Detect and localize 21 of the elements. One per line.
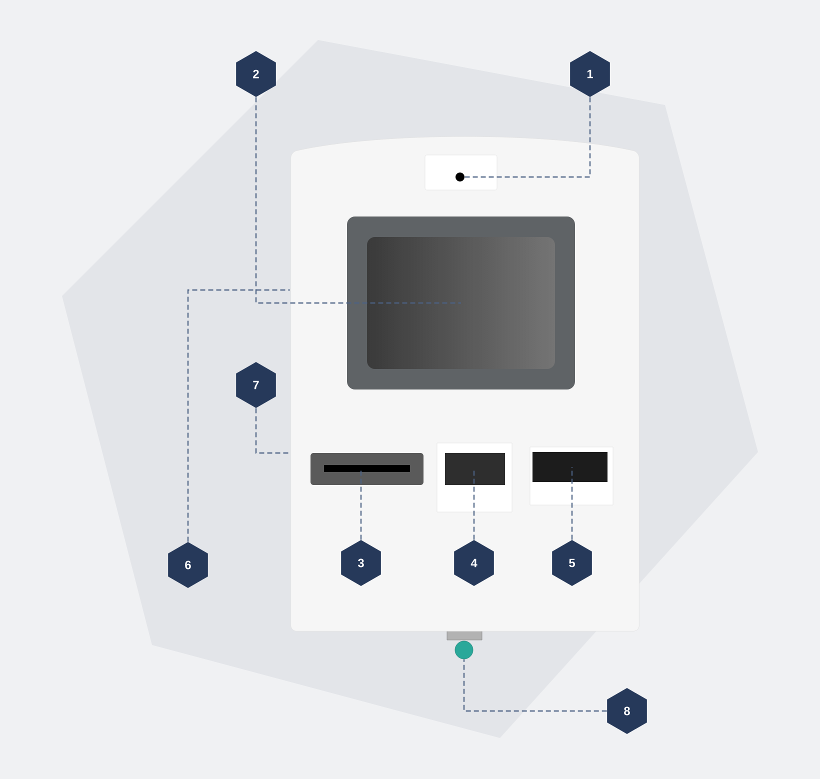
callout-number: 4 bbox=[454, 540, 494, 586]
leader-line bbox=[255, 408, 290, 454]
card-slot bbox=[310, 453, 424, 485]
leader-line bbox=[360, 469, 362, 540]
key bbox=[454, 640, 474, 660]
callout-number: 2 bbox=[236, 51, 276, 97]
callout-number: 1 bbox=[570, 51, 610, 97]
callout-number: 8 bbox=[607, 688, 647, 734]
leader-line bbox=[187, 289, 290, 542]
callout-number: 5 bbox=[552, 540, 592, 586]
callout-number: 3 bbox=[341, 540, 381, 586]
leader-line bbox=[255, 97, 461, 304]
leader-line bbox=[571, 467, 573, 540]
bill-slot bbox=[532, 452, 608, 482]
camera-lens bbox=[456, 172, 464, 182]
leader-line bbox=[463, 659, 607, 712]
leader-line bbox=[464, 97, 591, 178]
receipt-slot bbox=[445, 453, 505, 485]
callout-number: 6 bbox=[168, 542, 208, 588]
callout-number: 7 bbox=[236, 362, 276, 408]
leader-line bbox=[473, 469, 475, 540]
